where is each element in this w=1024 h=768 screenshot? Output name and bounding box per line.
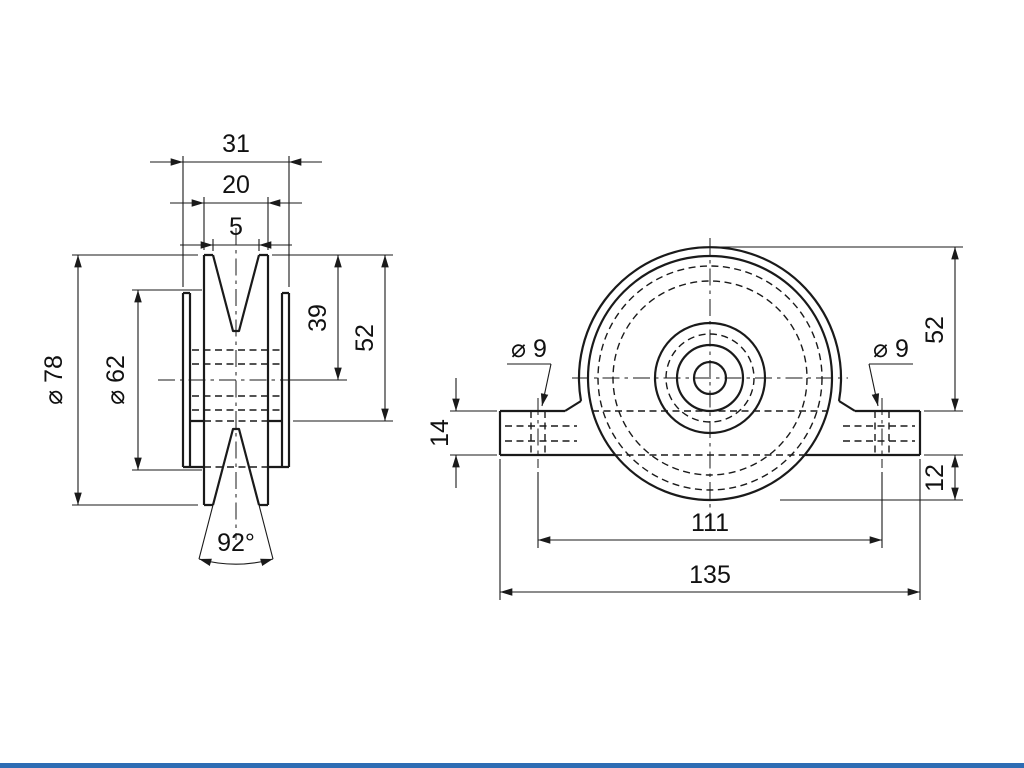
wheel-section-outline bbox=[202, 253, 270, 507]
wheel-outer-circle bbox=[586, 254, 834, 502]
dim-hole-dia-right-leader bbox=[868, 363, 880, 407]
dim-plate-to-wheel-bottom: 12 bbox=[780, 454, 963, 501]
dim-bottom-label: 12 bbox=[921, 464, 949, 492]
dim-groove-angle-sides bbox=[198, 504, 274, 560]
dim-groove-angle-arc bbox=[198, 558, 274, 566]
dim-rim-to-center-label: 39 bbox=[304, 304, 332, 332]
dim-rim-to-center: 39 bbox=[295, 255, 347, 381]
dim-hole-spacing: 111 bbox=[537, 472, 883, 548]
front-view: ⌀ 9 ⌀ 9 14 52 12 bbox=[426, 238, 963, 600]
dim-hole-dia-left-label: ⌀ 9 bbox=[511, 335, 547, 363]
bracket-side-plates bbox=[181, 291, 291, 467]
dim-height-top-to-plate: 52 bbox=[718, 246, 963, 412]
dim-dia-groove-label: ⌀ 62 bbox=[102, 355, 130, 405]
dim-dia-outer-label: ⌀ 78 bbox=[40, 355, 68, 405]
dim-rim-to-plate: 52 bbox=[272, 254, 393, 422]
side-view: ⌀ 78 ⌀ 62 31 20 bbox=[40, 130, 393, 566]
dim-dia-outer-extensions bbox=[72, 254, 198, 506]
dim-dia-groove-extensions bbox=[132, 289, 202, 471]
dim-plate-thickness-label: 14 bbox=[426, 419, 454, 447]
dim-hole-spacing-extensions bbox=[537, 472, 883, 548]
dim-height-top-extensions bbox=[718, 246, 963, 412]
dim-dia-outer: ⌀ 78 bbox=[40, 254, 198, 506]
bracket-housing-arc bbox=[577, 246, 843, 402]
dim-dia-groove: ⌀ 62 bbox=[102, 289, 202, 471]
wheel-rim-hidden-circle bbox=[597, 265, 823, 491]
dim-rim-to-plate-extensions bbox=[272, 254, 393, 422]
dim-width-wheel-label: 20 bbox=[222, 171, 250, 199]
dim-overall-length-label: 135 bbox=[689, 561, 731, 589]
dim-width-outer-label: 31 bbox=[222, 130, 250, 158]
bottom-edge-bar bbox=[0, 763, 1024, 768]
bracket-plate-hidden-lines bbox=[592, 410, 828, 456]
dim-width-outer: 31 bbox=[150, 130, 322, 287]
dim-groove-opening-label: 5 bbox=[229, 213, 243, 241]
dim-hole-dia-right-label: ⌀ 9 bbox=[873, 335, 909, 363]
dim-hole-dia-left: ⌀ 9 bbox=[507, 335, 552, 407]
dim-height-top-label: 52 bbox=[921, 316, 949, 344]
dim-overall-length: 135 bbox=[499, 459, 921, 600]
bracket-housing-shoulders bbox=[564, 400, 856, 412]
groove-root-hidden-circle bbox=[612, 280, 808, 476]
bracket-bottom-plate bbox=[183, 419, 289, 469]
dim-groove-opening: 5 bbox=[180, 213, 292, 251]
dim-rim-to-plate-label: 52 bbox=[351, 324, 379, 352]
hub-outer-circle bbox=[653, 321, 767, 435]
dim-hole-dia-left-leader bbox=[540, 363, 552, 407]
hole-center-lines bbox=[537, 398, 883, 468]
dim-hole-dia-right: ⌀ 9 bbox=[868, 335, 913, 407]
dim-groove-angle-label: 92° bbox=[217, 529, 255, 557]
dim-plate-thickness-extensions bbox=[450, 410, 497, 456]
plate-slot-hidden-lines bbox=[505, 425, 915, 442]
dim-overall-length-extensions bbox=[499, 459, 921, 600]
hub-hidden-circle bbox=[665, 333, 755, 423]
dim-width-outer-extensions bbox=[182, 156, 290, 287]
dim-width-wheel: 20 bbox=[170, 171, 302, 250]
dim-plate-thickness: 14 bbox=[426, 378, 497, 488]
dim-groove-angle: 92° bbox=[198, 504, 274, 566]
bore-circle bbox=[692, 360, 728, 396]
dim-hole-spacing-label: 111 bbox=[691, 509, 729, 537]
v-groove-profile bbox=[211, 254, 261, 506]
bracket-plate-outline bbox=[498, 409, 922, 457]
